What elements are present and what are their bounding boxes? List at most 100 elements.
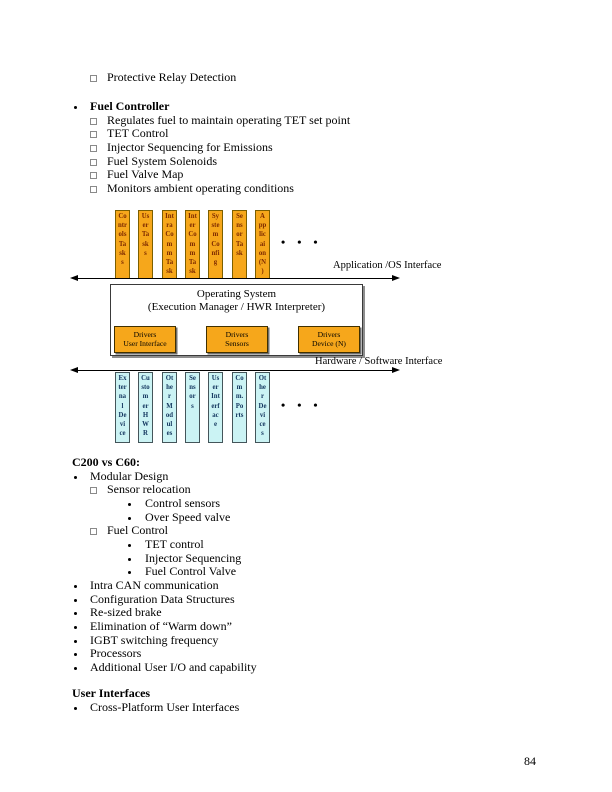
checkbox-bullet-icon	[90, 145, 97, 153]
list-item: Re-sized brake	[0, 606, 612, 620]
list-item-text: TET Control	[107, 126, 169, 141]
list-item-text: Elimination of “Warm down”	[90, 618, 232, 633]
list-item-text: Regulates fuel to maintain operating TET…	[107, 112, 351, 127]
arrow-left-icon	[70, 367, 78, 373]
list-item-text: Fuel Control Valve	[145, 564, 237, 579]
section-heading: C200 vs C60:	[0, 455, 612, 470]
list-item-text: Fuel Control	[107, 523, 169, 538]
list-item: Fuel Controller	[0, 99, 612, 114]
bullet-icon	[74, 584, 77, 588]
list-item: IGBT switching frequency	[0, 632, 612, 648]
list-item: Monitors ambient operating conditions	[0, 181, 612, 196]
checkbox-bullet-icon	[90, 172, 97, 180]
app-task-box-inter-comm-task: Int er Co m m Ta sk	[185, 210, 200, 279]
bullet-icon	[128, 571, 131, 575]
checkbox-bullet-icon	[90, 487, 97, 495]
list-item: Modular Design	[0, 469, 612, 484]
bullet-icon	[128, 502, 131, 506]
list-item-text: Sensor relocation	[107, 482, 191, 497]
list-item-text: Control sensors	[145, 495, 220, 510]
app-os-interface-line	[76, 278, 394, 280]
list-item: TET Control	[0, 127, 612, 141]
arrow-right-icon	[392, 367, 400, 373]
fuel-controller-section: Protective Relay Detection Fuel Controll…	[0, 70, 612, 196]
list-item: Fuel Control	[0, 524, 612, 538]
list-item-text: Fuel Valve Map	[107, 167, 184, 182]
bullet-icon	[74, 612, 77, 616]
driver-box-sensors: Drivers Sensors	[206, 326, 268, 353]
list-item-text: Intra CAN communication	[90, 577, 219, 592]
list-item-text: Over Speed valve	[145, 509, 231, 524]
list-item: Sensor relocation	[0, 483, 612, 497]
bullet-icon	[74, 666, 77, 670]
bullet-icon	[74, 598, 77, 602]
os-box-title: Operating System	[196, 288, 277, 300]
bullet-icon	[74, 475, 77, 479]
list-item: Control sensors	[0, 495, 612, 511]
list-item: Injector Sequencing for Emissions	[0, 140, 612, 155]
bullet-icon	[128, 543, 131, 547]
section-heading-text: C200 vs C60:	[72, 455, 140, 469]
checkbox-bullet-icon	[90, 131, 97, 139]
checkbox-bullet-icon	[90, 117, 97, 125]
hw-sw-interface-line	[76, 370, 394, 372]
bullet-icon	[128, 516, 131, 520]
spacer	[0, 85, 612, 101]
list-item: Fuel Valve Map	[0, 168, 612, 182]
section-heading: User Interfaces	[0, 686, 612, 701]
bullet-icon	[74, 106, 77, 110]
list-item: Configuration Data Structures	[0, 591, 612, 607]
operating-system-box: Operating System (Execution Manager / HW…	[110, 284, 363, 356]
app-task-box-sensor-task: Se ns or Ta sk	[232, 210, 247, 279]
ellipsis-dots: • • •	[281, 235, 323, 249]
bullet-icon	[74, 653, 77, 657]
arrow-left-icon	[70, 275, 78, 281]
hw-sw-interface-label: Hardware / Software Interface	[315, 356, 443, 367]
page-number: 84	[524, 754, 536, 768]
list-item-text: Fuel System Solenoids	[107, 153, 218, 168]
bullet-icon	[74, 625, 77, 629]
list-item-text: Injector Sequencing for Emissions	[107, 140, 273, 155]
list-item: TET control	[0, 536, 612, 552]
list-item: Intra CAN communication	[0, 577, 612, 593]
hw-box-external-device: Ex ter na l De vi ce	[115, 372, 130, 443]
hw-box-customer-hwr: Cu sto m er H W R	[138, 372, 153, 443]
list-item: Injector Sequencing	[0, 550, 612, 566]
checkbox-bullet-icon	[90, 158, 97, 166]
app-task-box-intra-comm-task: Int ra Co m m Ta sk	[162, 210, 177, 279]
list-item-text: IGBT switching frequency	[90, 632, 219, 647]
driver-box-user-interface: Drivers User Interface	[114, 326, 176, 353]
hw-box-other-modules: Ot he r M od ul es	[162, 372, 177, 443]
list-item: Regulates fuel to maintain operating TET…	[0, 112, 612, 128]
c200-vs-c60-section: C200 vs C60: Modular Design Sensor reloc…	[0, 455, 612, 675]
list-item-text: Injector Sequencing	[145, 550, 242, 565]
user-interfaces-section: User Interfaces Cross-Platform User Inte…	[0, 686, 612, 714]
hw-box-comm-ports: Co m m. Po rts	[232, 372, 247, 443]
list-item: Processors	[0, 647, 612, 661]
app-os-interface-label: Application /OS Interface	[333, 260, 442, 271]
bullet-icon	[74, 706, 77, 710]
list-item-text: Configuration Data Structures	[90, 591, 235, 606]
list-item-text: Protective Relay Detection	[107, 70, 237, 84]
list-item: Fuel System Solenoids	[0, 153, 612, 169]
app-task-box-application-n: A pp lic ai on (N )	[255, 210, 270, 279]
list-item-text: Re-sized brake	[90, 605, 162, 620]
ellipsis-dots: • • •	[281, 398, 323, 412]
driver-box-device-n: Drivers Device (N)	[298, 326, 360, 353]
list-item-text: Cross-Platform User Interfaces	[90, 699, 240, 714]
list-item: Over Speed valve	[0, 509, 612, 525]
bullet-icon	[128, 557, 131, 561]
list-item-text: Additional User I/O and capability	[90, 659, 257, 674]
checkbox-bullet-icon	[90, 186, 97, 194]
app-task-box-system-config: Sy ste m Co nfi g	[208, 210, 223, 279]
section-heading-text: User Interfaces	[72, 686, 151, 700]
hw-box-other-devices: Ot he r De vi ce s	[255, 372, 270, 443]
list-item-text: TET control	[145, 536, 204, 551]
arrow-right-icon	[392, 275, 400, 281]
checkbox-bullet-icon	[90, 75, 97, 82]
section-subheading: Fuel Controller	[90, 99, 170, 114]
hw-box-sensors: Se ns or s	[185, 372, 200, 443]
list-item: Fuel Control Valve	[0, 565, 612, 579]
list-item-text: Monitors ambient operating conditions	[107, 181, 294, 196]
